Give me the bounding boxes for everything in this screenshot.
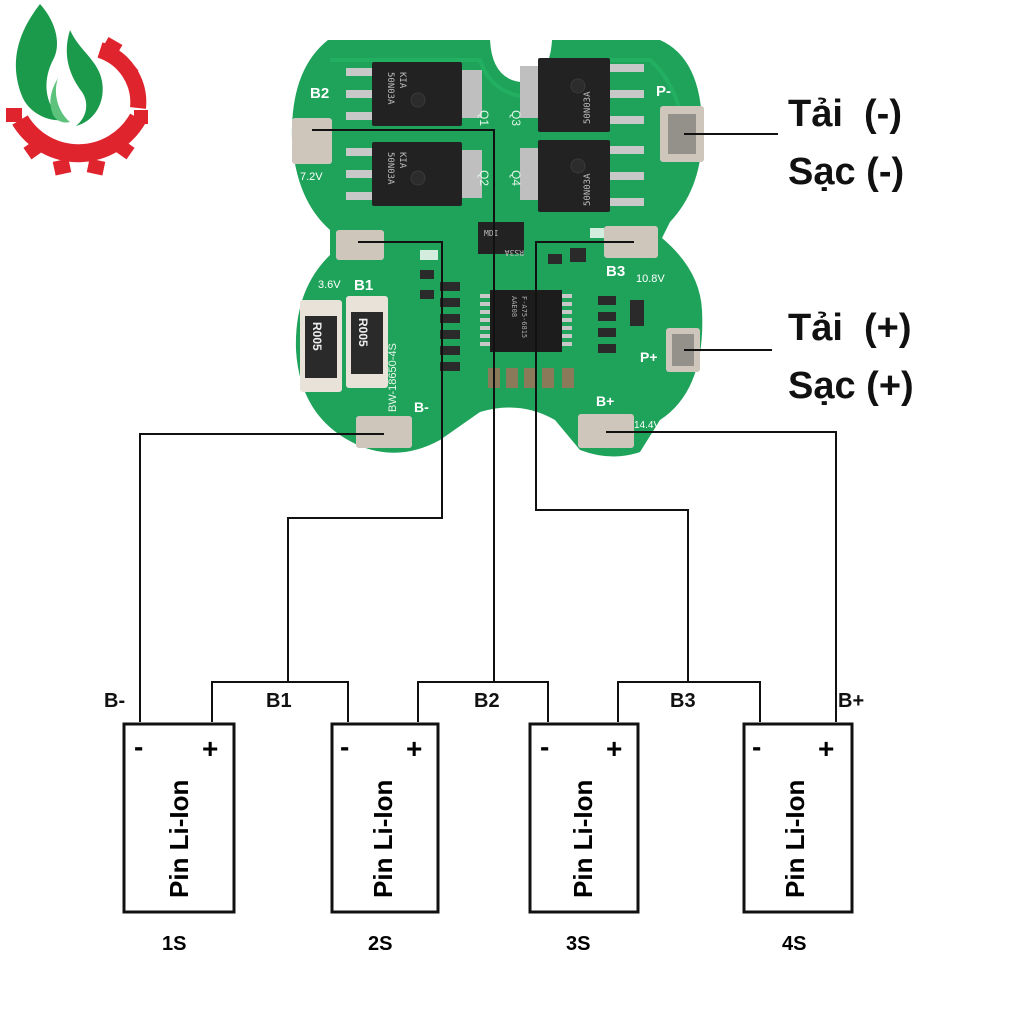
cell-4s-neg: - xyxy=(752,731,761,762)
cell-1s: - + Pin Li-Ion 1S xyxy=(122,722,236,955)
rs-text: RS3A xyxy=(505,248,524,257)
brand-logo-icon xyxy=(6,4,148,176)
pad-b2-voltage: 7.2V xyxy=(300,171,323,183)
bms-board: KIA 50N03A KIA 50N03A 50N03A xyxy=(291,40,704,457)
pad-b-minus: B- xyxy=(356,399,429,448)
wiring xyxy=(139,129,837,722)
wire-b2-bridge xyxy=(417,681,549,722)
ic-text-1: AAE08 xyxy=(510,296,518,317)
cell-1s-pos: + xyxy=(202,733,218,764)
cell-3s-name: Pin Li-Ion xyxy=(568,780,598,898)
pad-p-minus-label: P- xyxy=(656,83,671,100)
pad-b1-voltage: 3.6V xyxy=(318,279,341,291)
wire-b3 xyxy=(535,241,689,682)
pad-p-plus: P+ xyxy=(640,328,700,372)
wire-label-b1: B1 xyxy=(266,690,292,712)
silk-q1: Q1 xyxy=(477,110,491,126)
cell-4s-name: Pin Li-Ion xyxy=(780,780,810,898)
mosfet-q4: 50N03A xyxy=(520,140,644,212)
pad-b3-label: B3 xyxy=(606,263,625,280)
wire-label-b-minus: B- xyxy=(104,690,125,712)
cell-2s-series: 2S xyxy=(368,933,392,955)
cell-4s: - + Pin Li-Ion 4S xyxy=(742,722,854,955)
cell-2s: - + Pin Li-Ion 2S xyxy=(330,722,440,955)
mosfet-q2-text: KIA xyxy=(397,152,407,169)
silk-q2: Q2 xyxy=(477,170,491,186)
label-load-negative: Tải (-) xyxy=(788,93,902,135)
mosfet-q4-text: 50N03A xyxy=(583,173,593,206)
wire-b-minus xyxy=(139,433,384,722)
label-load-positive: Tải (+) xyxy=(788,307,912,349)
cell-3s: - + Pin Li-Ion 3S xyxy=(528,722,640,955)
pad-b1: 3.6V B1 xyxy=(318,230,384,294)
pad-p-minus: P- xyxy=(656,83,704,162)
pad-b3-voltage: 10.8V xyxy=(636,273,665,285)
cell-2s-pos: + xyxy=(406,733,422,764)
cell-3s-series: 3S xyxy=(566,933,590,955)
mosfet-q2-part: 50N03A xyxy=(385,152,395,185)
wire-b-plus xyxy=(606,431,837,722)
silk-q3: Q3 xyxy=(509,110,523,126)
cell-3s-neg: - xyxy=(540,731,549,762)
mosfet-q3: 50N03A xyxy=(520,58,644,132)
mosfet-q3-text: 50N03A xyxy=(583,91,593,124)
pad-b-plus-label: B+ xyxy=(596,393,614,409)
cell-4s-series: 4S xyxy=(782,933,806,955)
wire-label-b3: B3 xyxy=(670,690,696,712)
cell-2s-neg: - xyxy=(340,731,349,762)
smd-components: MDI RS3A AAE08 F-A75-6815 xyxy=(420,222,644,388)
small-ic-text: MDI xyxy=(484,229,499,238)
battery-cells: - + Pin Li-Ion 1S - + Pin Li-Ion 2S - + … xyxy=(122,722,854,955)
ic-text-2: F-A75-6815 xyxy=(520,296,528,338)
pad-b-plus-voltage: 14.4V xyxy=(634,420,660,431)
pad-b2-label: B2 xyxy=(310,85,329,102)
shunt-r2-text: R005 xyxy=(356,318,370,347)
label-charge-negative: Sạc (-) xyxy=(788,151,904,193)
cell-3s-pos: + xyxy=(606,733,622,764)
cell-1s-neg: - xyxy=(134,731,143,762)
cell-1s-series: 1S xyxy=(162,933,186,955)
wire-label-b-plus: B+ xyxy=(838,690,864,712)
wire-b3-bridge xyxy=(617,681,761,722)
silk-q4: Q4 xyxy=(509,170,523,186)
wire-b1 xyxy=(287,241,443,682)
wire-b2 xyxy=(312,129,495,682)
pad-b-minus-label: B- xyxy=(414,399,429,415)
wire-label-b2: B2 xyxy=(474,690,500,712)
mosfet-q1-text: KIA xyxy=(397,72,407,89)
label-charge-positive: Sạc (+) xyxy=(788,365,914,407)
mosfet-q2: KIA 50N03A xyxy=(346,142,482,206)
mosfet-q1: KIA 50N03A xyxy=(346,62,482,126)
cell-2s-name: Pin Li-Ion xyxy=(368,780,398,898)
pad-p-plus-label: P+ xyxy=(640,349,658,365)
cell-1s-name: Pin Li-Ion xyxy=(164,780,194,898)
wire-b1-bridge xyxy=(211,681,349,722)
cell-4s-pos: + xyxy=(818,733,834,764)
shunt-r1-text: R005 xyxy=(310,322,324,351)
mosfet-q1-part: 50N03A xyxy=(385,72,395,105)
board-model-label: BW-18650-4S xyxy=(387,343,399,412)
shunt-resistors: R005 R005 xyxy=(300,296,388,392)
pad-b1-label: B1 xyxy=(354,277,373,294)
